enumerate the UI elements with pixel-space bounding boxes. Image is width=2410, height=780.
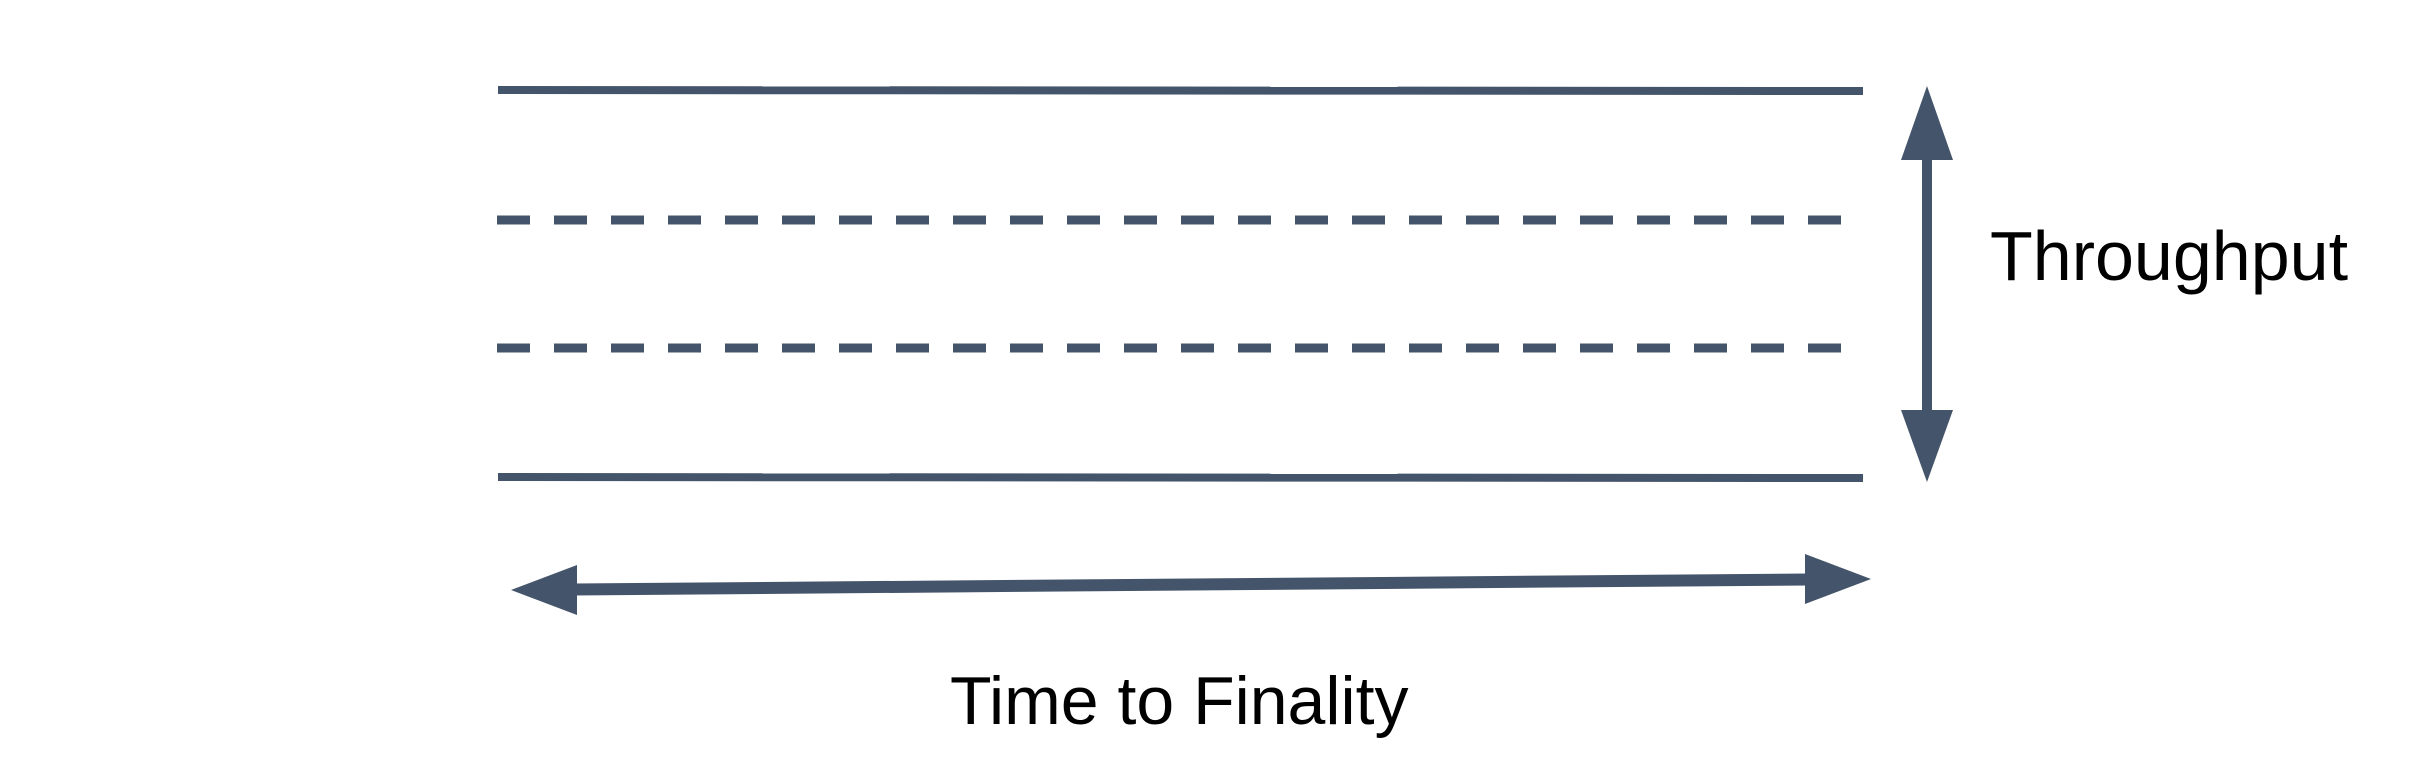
band-bottom-line [497,473,1864,482]
time-to-finality-arrowhead-left [511,565,577,615]
throughput-arrow [1901,86,1953,482]
throughput-label: Throughput [1990,217,2349,295]
time-to-finality-arrowhead-right [1805,554,1871,604]
throughput-arrowhead-up [1901,86,1953,160]
time-to-finality-arrow-shaft [572,573,1810,596]
throughput-arrowhead-down [1901,410,1953,482]
time-to-finality-label: Time to Finality [950,663,1409,739]
band-top-line [497,86,1864,95]
time-to-finality-arrow [511,554,1871,615]
